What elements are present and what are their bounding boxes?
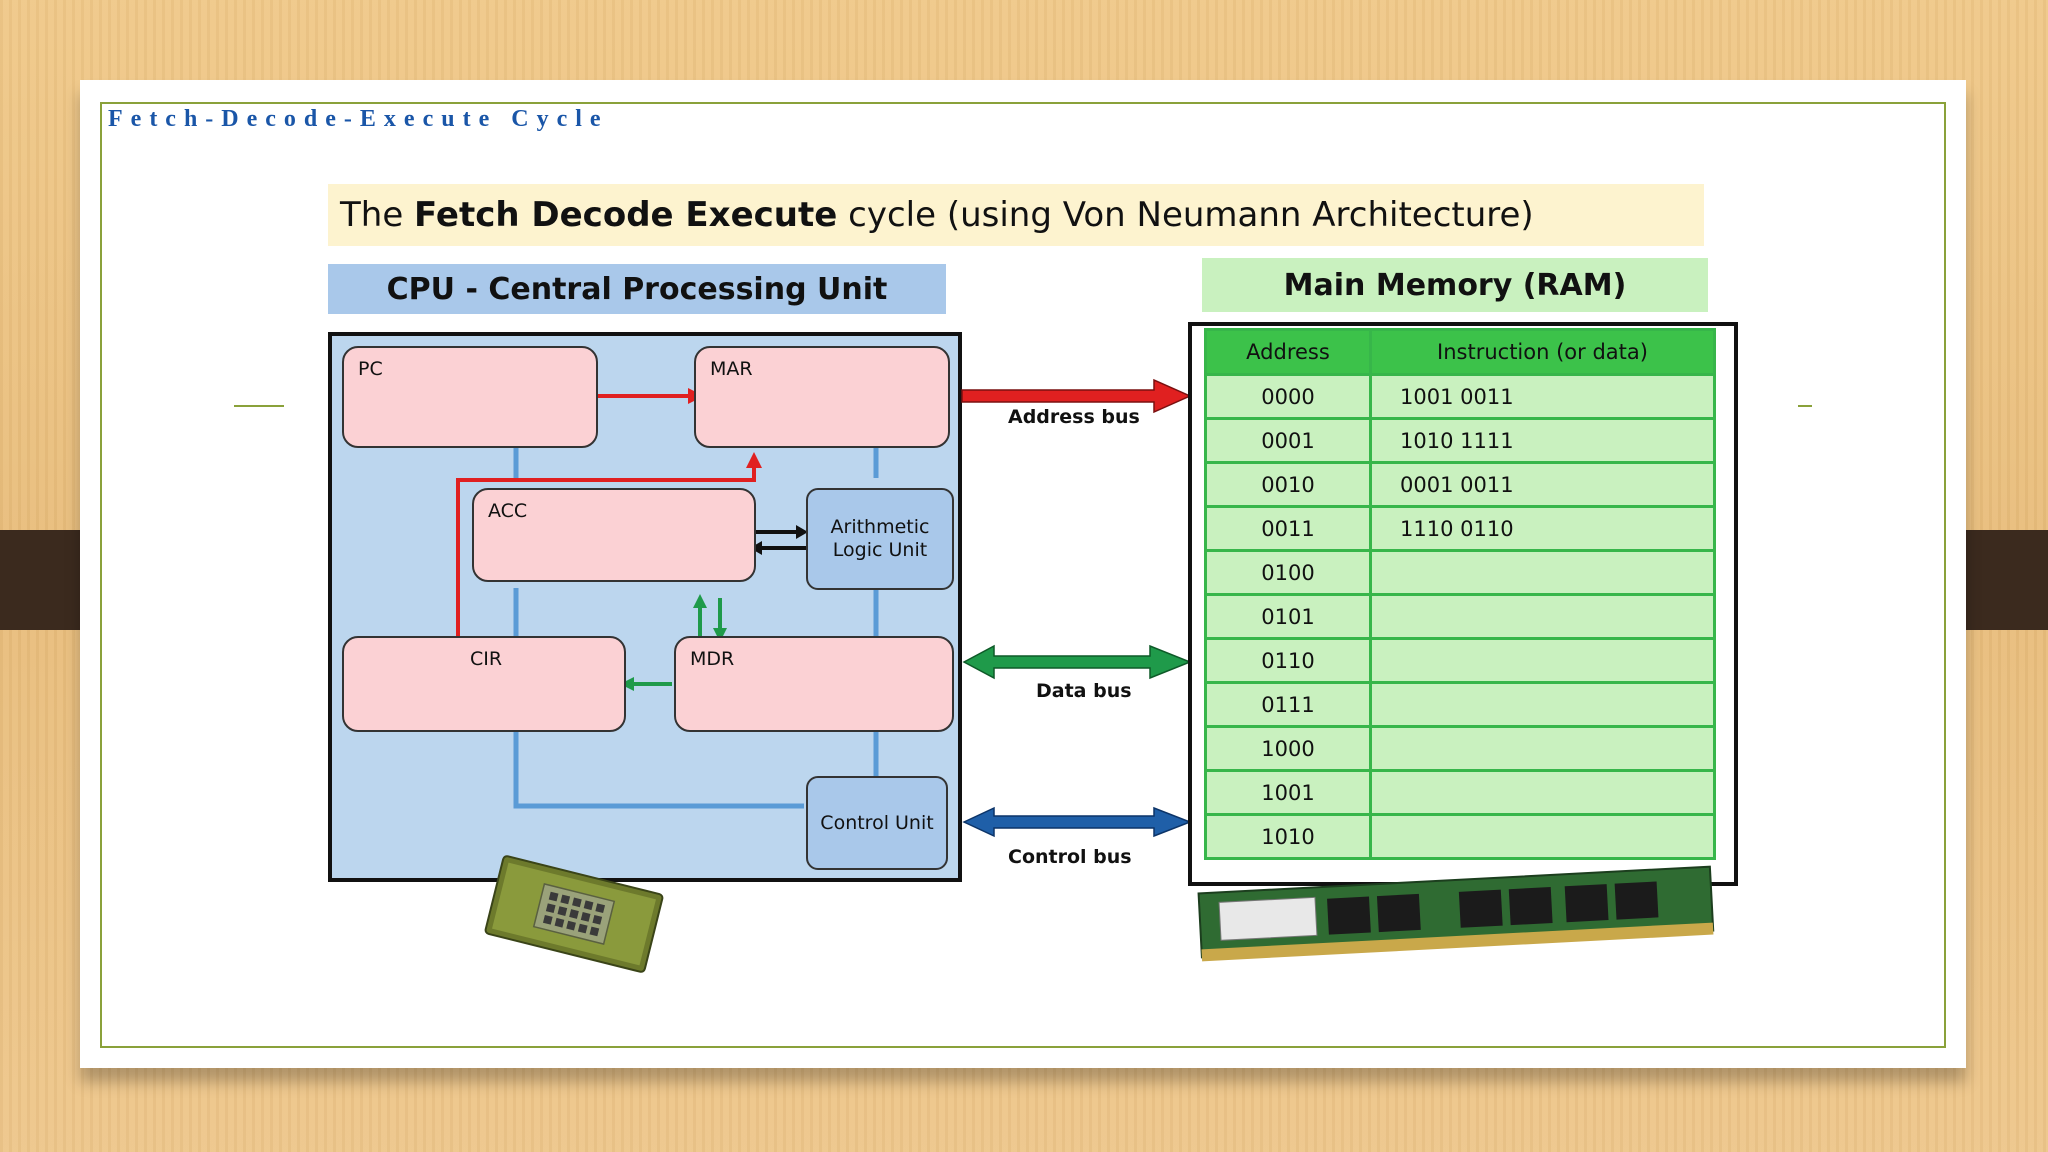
control-unit-label: Control Unit [820,811,934,834]
address-bus-label: Address bus [1008,406,1140,428]
ram-address-cell: 0101 [1204,593,1372,640]
ram-address-cell: 1001 [1204,769,1372,816]
ram-instruction-cell: 0001 0011 [1369,461,1716,508]
cir-label: CIR [470,648,503,670]
ram-instruction-cell [1369,681,1716,728]
acc-register: ACC [472,488,756,582]
ram-address-header: Address [1204,328,1372,376]
ram-address-cell: 0111 [1204,681,1372,728]
address-bus-arrow [961,378,1192,414]
ram-table-row: 0110 [1204,637,1716,684]
ram-table-row: 0101 [1204,593,1716,640]
ram-address-cell: 0001 [1204,417,1372,464]
control-bus-label: Control bus [1008,846,1132,868]
data-bus-label: Data bus [1036,680,1132,702]
ram-instruction-cell [1369,813,1716,860]
control-unit: Control Unit [806,776,948,870]
pc-register: PC [342,346,598,448]
ram-header: Main Memory (RAM) [1202,258,1708,312]
data-bus-arrow [962,644,1193,680]
ram-instruction-cell [1369,725,1716,772]
cpu-box: PC MAR ACC Arithmetic Logic Unit CIR MDR… [328,332,962,882]
diagram-title-bold: Fetch Decode Execute [414,195,838,235]
ram-table-row: 1000 [1204,725,1716,772]
ram-instruction-cell [1369,549,1716,596]
diagram-title-pre: The [340,195,415,235]
alu-unit: Arithmetic Logic Unit [806,488,954,590]
pc-label: PC [358,358,383,380]
ram-address-cell: 0010 [1204,461,1372,508]
ram-table-row: 1001 [1204,769,1716,816]
cpu-header: CPU - Central Processing Unit [328,264,946,314]
diagram-title: The Fetch Decode Execute cycle (using Vo… [328,184,1704,246]
mdr-register: MDR [674,636,954,732]
ram-instruction-cell [1369,593,1716,640]
slide-tick-right [1798,405,1812,407]
cir-register: CIR [342,636,626,732]
mar-label: MAR [710,358,753,380]
slide-tick-left [234,405,284,407]
ram-address-cell: 0110 [1204,637,1372,684]
slide: Fetch-Decode-Execute Cycle The Fetch Dec… [80,80,1966,1068]
slide-frame [100,102,1946,1048]
mar-register: MAR [694,346,950,448]
diagram-title-post: cycle (using Von Neumann Architecture) [837,195,1534,235]
ram-address-cell: 1010 [1204,813,1372,860]
slide-title: Fetch-Decode-Execute Cycle [108,106,609,132]
fde-diagram: The Fetch Decode Execute cycle (using Vo… [284,166,1798,1038]
cpu-wiring [456,388,879,809]
ram-instruction-cell [1369,769,1716,816]
acc-label: ACC [488,500,528,522]
ram-address-cell: 1000 [1204,725,1372,772]
ram-address-cell: 0100 [1204,549,1372,596]
alu-label: Arithmetic Logic Unit [830,516,930,561]
ram-address-cell: 0011 [1204,505,1372,552]
mdr-label: MDR [690,648,735,670]
ram-table-row: 0100 [1204,549,1716,596]
control-bus-arrow [962,806,1193,838]
ram-table-row: 1010 [1204,813,1716,860]
ram-table-header-row: Address Instruction (or data) [1204,328,1716,376]
ram-address-cell: 0000 [1204,373,1372,420]
ram-table-row: 0111 [1204,681,1716,728]
ram-instruction-header: Instruction (or data) [1369,328,1716,376]
ram-instruction-cell [1369,637,1716,684]
ram-instruction-cell: 1010 1111 [1369,417,1716,464]
ram-instruction-cell: 1110 0110 [1369,505,1716,552]
ram-instruction-cell: 1001 0011 [1369,373,1716,420]
